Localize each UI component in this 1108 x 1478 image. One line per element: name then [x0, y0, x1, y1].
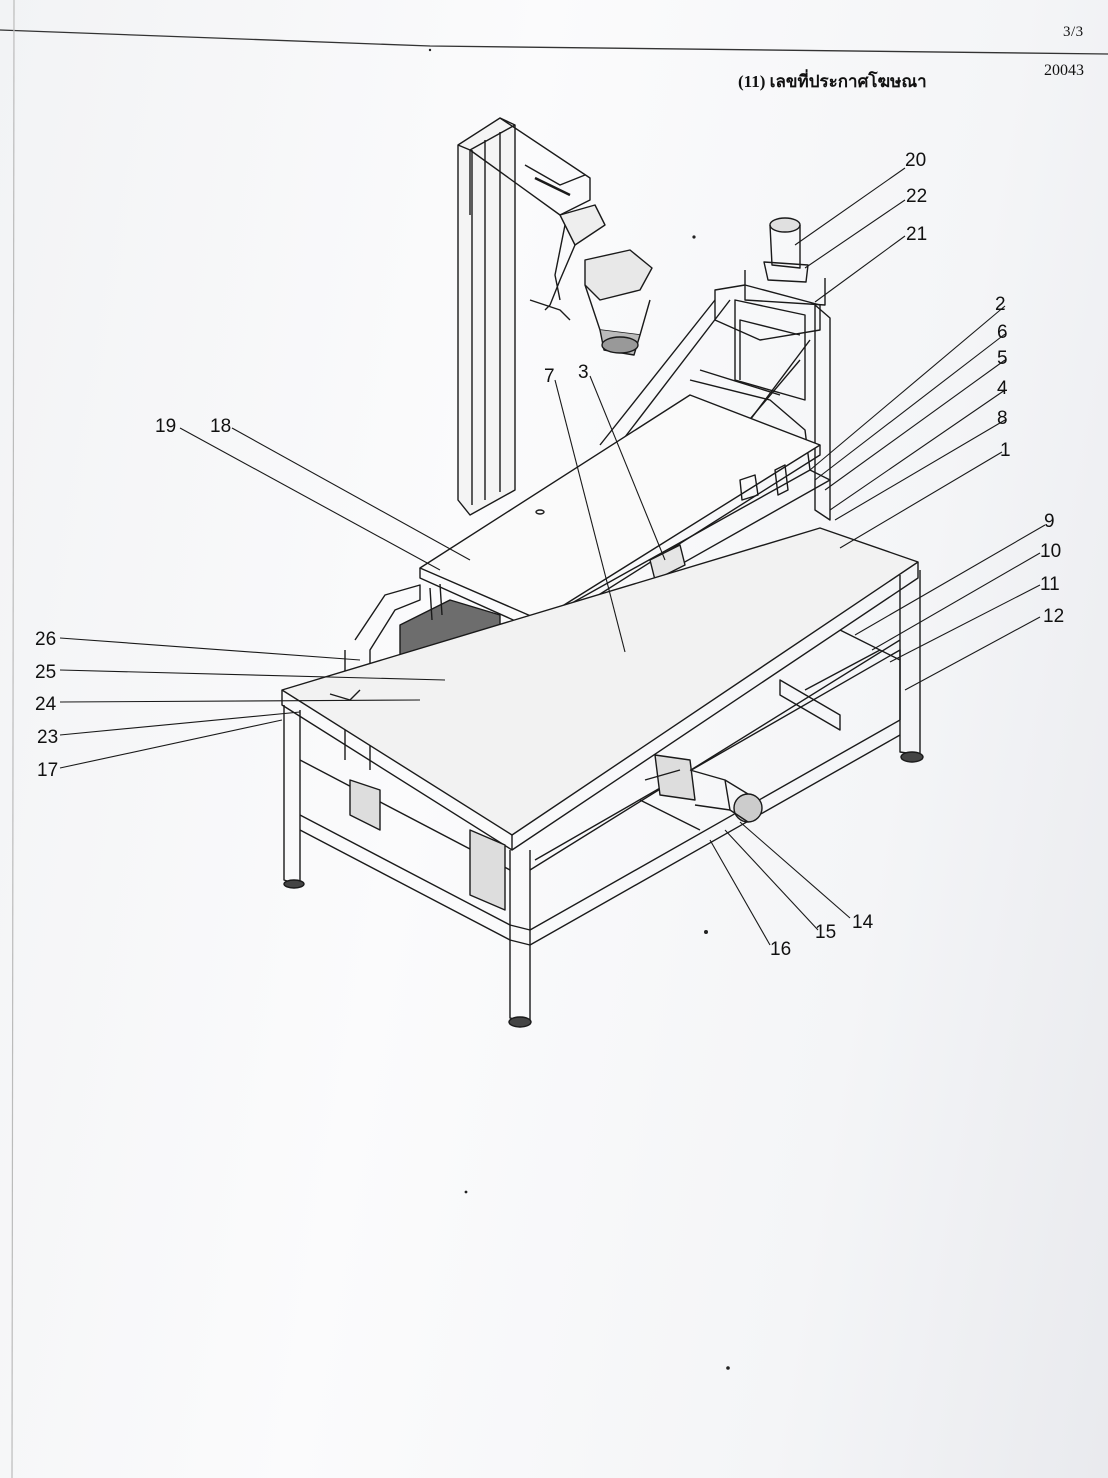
leader-2 — [809, 305, 1006, 471]
camera-head — [529, 204, 653, 356]
leader-8 — [834, 419, 1006, 521]
callout-25: 25 — [35, 662, 56, 683]
leader-6 — [814, 333, 1006, 481]
leader-11 — [889, 584, 1041, 663]
callout-12: 12 — [1043, 606, 1064, 627]
leader-12 — [904, 616, 1041, 691]
callout-11: 11 — [1040, 574, 1060, 595]
callout-19: 19 — [155, 416, 176, 437]
leader-16 — [709, 839, 771, 946]
table-top — [281, 527, 919, 851]
leader-25 — [59, 669, 446, 681]
leader-7 — [554, 379, 626, 653]
upper-motor — [744, 217, 826, 306]
callout-18: 18 — [210, 416, 231, 437]
publication-number: 20043 — [1044, 62, 1084, 79]
leader-24 — [59, 699, 421, 703]
callout-16: 16 — [770, 939, 791, 960]
callout-3: 3 — [578, 362, 589, 383]
leader-23 — [59, 711, 301, 736]
leader-10 — [871, 552, 1041, 651]
callout-17: 17 — [37, 760, 58, 781]
leader-3 — [589, 375, 666, 561]
camera-column — [457, 117, 591, 516]
callout-4: 4 — [997, 378, 1008, 399]
callout-21: 21 — [906, 224, 927, 245]
callout-9: 9 — [1044, 511, 1055, 532]
page-top-border — [0, 29, 1108, 55]
table-legs — [283, 570, 924, 1028]
leader-17 — [59, 719, 283, 769]
leader-26 — [59, 637, 361, 661]
callout-5: 5 — [997, 348, 1008, 369]
page-number: 3/3 — [1063, 24, 1084, 40]
leader-9 — [854, 524, 1046, 636]
top-plate — [419, 394, 821, 633]
leader-20 — [794, 167, 906, 246]
callout-6: 6 — [997, 322, 1008, 343]
leader-15 — [724, 829, 819, 931]
callout-10: 10 — [1040, 541, 1061, 562]
page-left-border — [11, 0, 15, 1478]
leader-4 — [829, 389, 1006, 511]
leader-14 — [739, 821, 851, 919]
callout-20: 20 — [905, 150, 926, 171]
leader-19 — [179, 427, 441, 571]
callout-15: 15 — [815, 922, 836, 943]
leader-18 — [231, 427, 471, 561]
leader-1 — [839, 451, 1003, 549]
callout-23: 23 — [37, 727, 58, 748]
callout-22: 22 — [906, 186, 927, 207]
callout-1: 1 — [1000, 440, 1011, 461]
callout-26: 26 — [35, 629, 56, 650]
callout-14: 14 — [852, 912, 874, 933]
callout-2: 2 — [995, 294, 1006, 315]
bottom-motor — [639, 754, 763, 831]
publication-label: (11) เลขที่ประกาศโฆษณา — [738, 72, 927, 91]
lower-frame — [299, 629, 901, 946]
callout-24: 24 — [35, 694, 57, 715]
leader-21 — [814, 235, 906, 303]
leader-22 — [804, 199, 906, 269]
leader-5 — [824, 359, 1006, 491]
callout-7: 7 — [544, 366, 555, 387]
callout-8: 8 — [997, 408, 1008, 429]
